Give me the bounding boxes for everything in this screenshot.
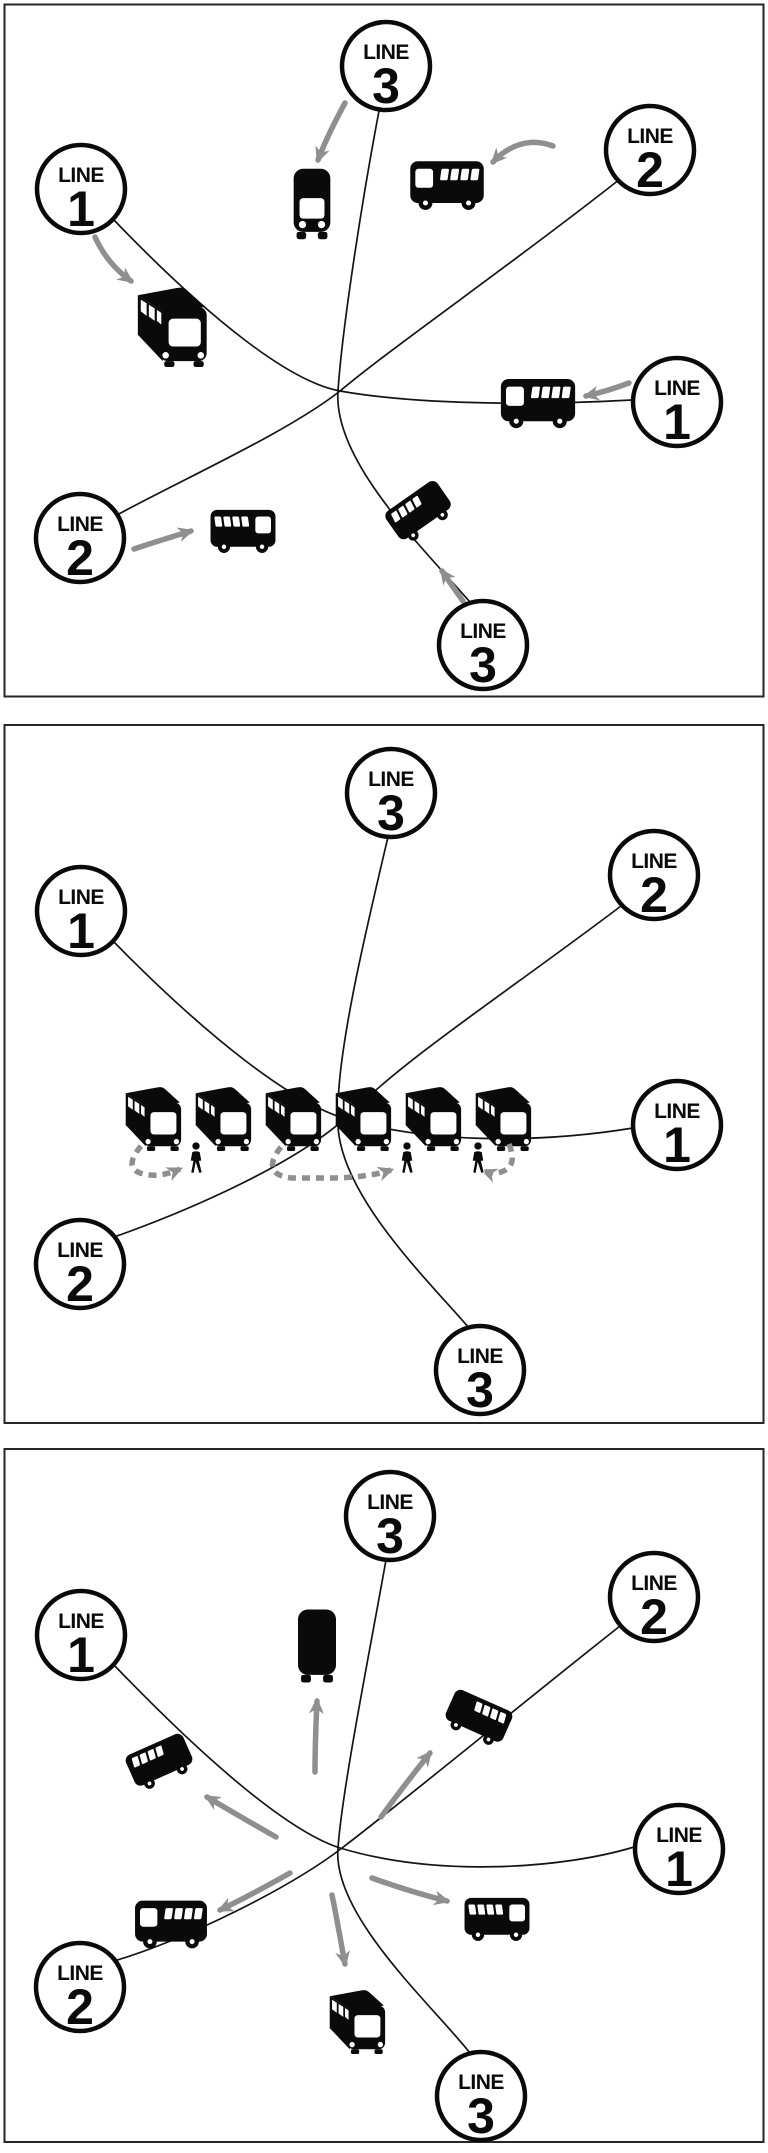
arrow-inbound-line2-top-icon [490,139,556,165]
line-2-badge: LINE 2 [607,828,701,923]
svg-text:3: 3 [466,1362,494,1418]
svg-text:2: 2 [66,530,94,586]
bus-side-icon [410,161,484,210]
svg-text:3: 3 [377,785,405,841]
line-1-badge: LINE 1 [34,142,128,237]
svg-text:LINE: LINE [654,1100,700,1123]
svg-text:3: 3 [372,58,400,114]
svg-text:2: 2 [636,142,664,198]
panel-buses-departing: LINE 3 LINE 2 LINE 1 LINE 1 LINE 2 LINE … [3,1448,765,2144]
svg-text:LINE: LINE [631,1572,677,1595]
svg-text:LINE: LINE [363,41,409,64]
line-3-badge: LINE 3 [433,1323,527,1418]
svg-text:3: 3 [467,2088,495,2144]
bus-rear-icon [298,1609,336,1683]
bus-side-right-icon [464,1897,530,1941]
svg-text:LINE: LINE [58,164,104,187]
route-line-3 [337,110,471,603]
svg-text:1: 1 [67,1627,95,1683]
svg-text:1: 1 [67,903,95,959]
svg-text:LINE: LINE [457,1345,503,1368]
route-line-2 [116,178,621,516]
svg-text:LINE: LINE [460,620,506,643]
arrow-inbound-line3-bottom-icon [439,568,466,604]
line-2-badge: LINE 2 [33,491,127,586]
line-2-badge: LINE 2 [33,1217,127,1312]
line-1-badge: LINE 1 [630,1078,724,1173]
svg-text:1: 1 [67,181,95,237]
arrow-inbound-line1-left-icon [92,234,134,284]
svg-text:3: 3 [376,1508,404,1564]
svg-text:LINE: LINE [631,850,677,873]
route-line-3 [337,1559,471,2054]
dashed-transfer-arrow-icon [480,1142,516,1183]
arrow-outbound-line3-top-icon [308,1697,324,1775]
svg-text:LINE: LINE [627,125,673,148]
bus-side-right-icon [210,509,276,553]
line-3-badge: LINE 3 [434,2049,528,2144]
line-3-badge: LINE 3 [344,746,438,841]
line-1-badge: LINE 1 [632,1802,726,1897]
line-1-badge: LINE 1 [34,864,128,959]
arrow-inbound-line1-right-icon [582,380,632,401]
bus-side-icon [500,378,576,429]
svg-text:LINE: LINE [57,1962,103,1985]
bus-front-icon [293,168,331,240]
svg-text:LINE: LINE [368,768,414,791]
svg-text:2: 2 [66,1256,94,1312]
arrow-inbound-line2-bottom-icon [131,527,195,552]
svg-text:LINE: LINE [654,377,700,400]
panel-passengers-transferring: LINE 3 LINE 2 LINE 1 LINE 1 LINE 2 LINE … [3,724,765,1424]
route-line-1 [112,1663,635,1868]
dashed-transfer-arrow-icon [269,1145,395,1182]
svg-text:2: 2 [66,1979,94,2035]
arrow-outbound-line3-bottom-icon [329,1892,350,1968]
line-2-badge: LINE 2 [33,1940,127,2035]
arrow-outbound-line1-left-icon [204,1794,279,1840]
svg-text:LINE: LINE [57,1239,103,1262]
arrow-outbound-line1-right-icon [369,1875,451,1906]
svg-text:1: 1 [663,394,691,450]
svg-text:2: 2 [640,1589,668,1645]
svg-text:LINE: LINE [57,513,103,536]
svg-text:LINE: LINE [656,1824,702,1847]
svg-text:3: 3 [469,637,497,693]
svg-text:LINE: LINE [458,2071,504,2094]
arrow-outbound-line2-right-icon [378,1750,433,1820]
svg-text:LINE: LINE [367,1491,413,1514]
bus-side-icon [135,1900,207,1949]
panel-buses-converging: LINE 3 LINE 2 LINE 1 LINE 1 LINE 2 LINE … [3,3,765,698]
dashed-transfer-arrow-icon [129,1144,184,1182]
line-2-badge: LINE 2 [607,1550,701,1645]
arrow-inbound-line3-top-icon [315,100,348,164]
svg-text:LINE: LINE [58,886,104,909]
line-3-badge: LINE 3 [339,19,433,114]
svg-text:2: 2 [640,867,668,923]
svg-text:1: 1 [663,1117,691,1173]
line-1-badge: LINE 1 [630,355,724,450]
line-1-badge: LINE 1 [34,1588,128,1683]
svg-text:1: 1 [665,1841,693,1897]
line-3-badge: LINE 3 [343,1469,437,1564]
line-2-badge: LINE 2 [603,103,697,198]
svg-text:LINE: LINE [58,1610,104,1633]
arrow-outbound-line2-left-icon [216,1870,293,1913]
line-3-badge: LINE 3 [436,598,530,693]
